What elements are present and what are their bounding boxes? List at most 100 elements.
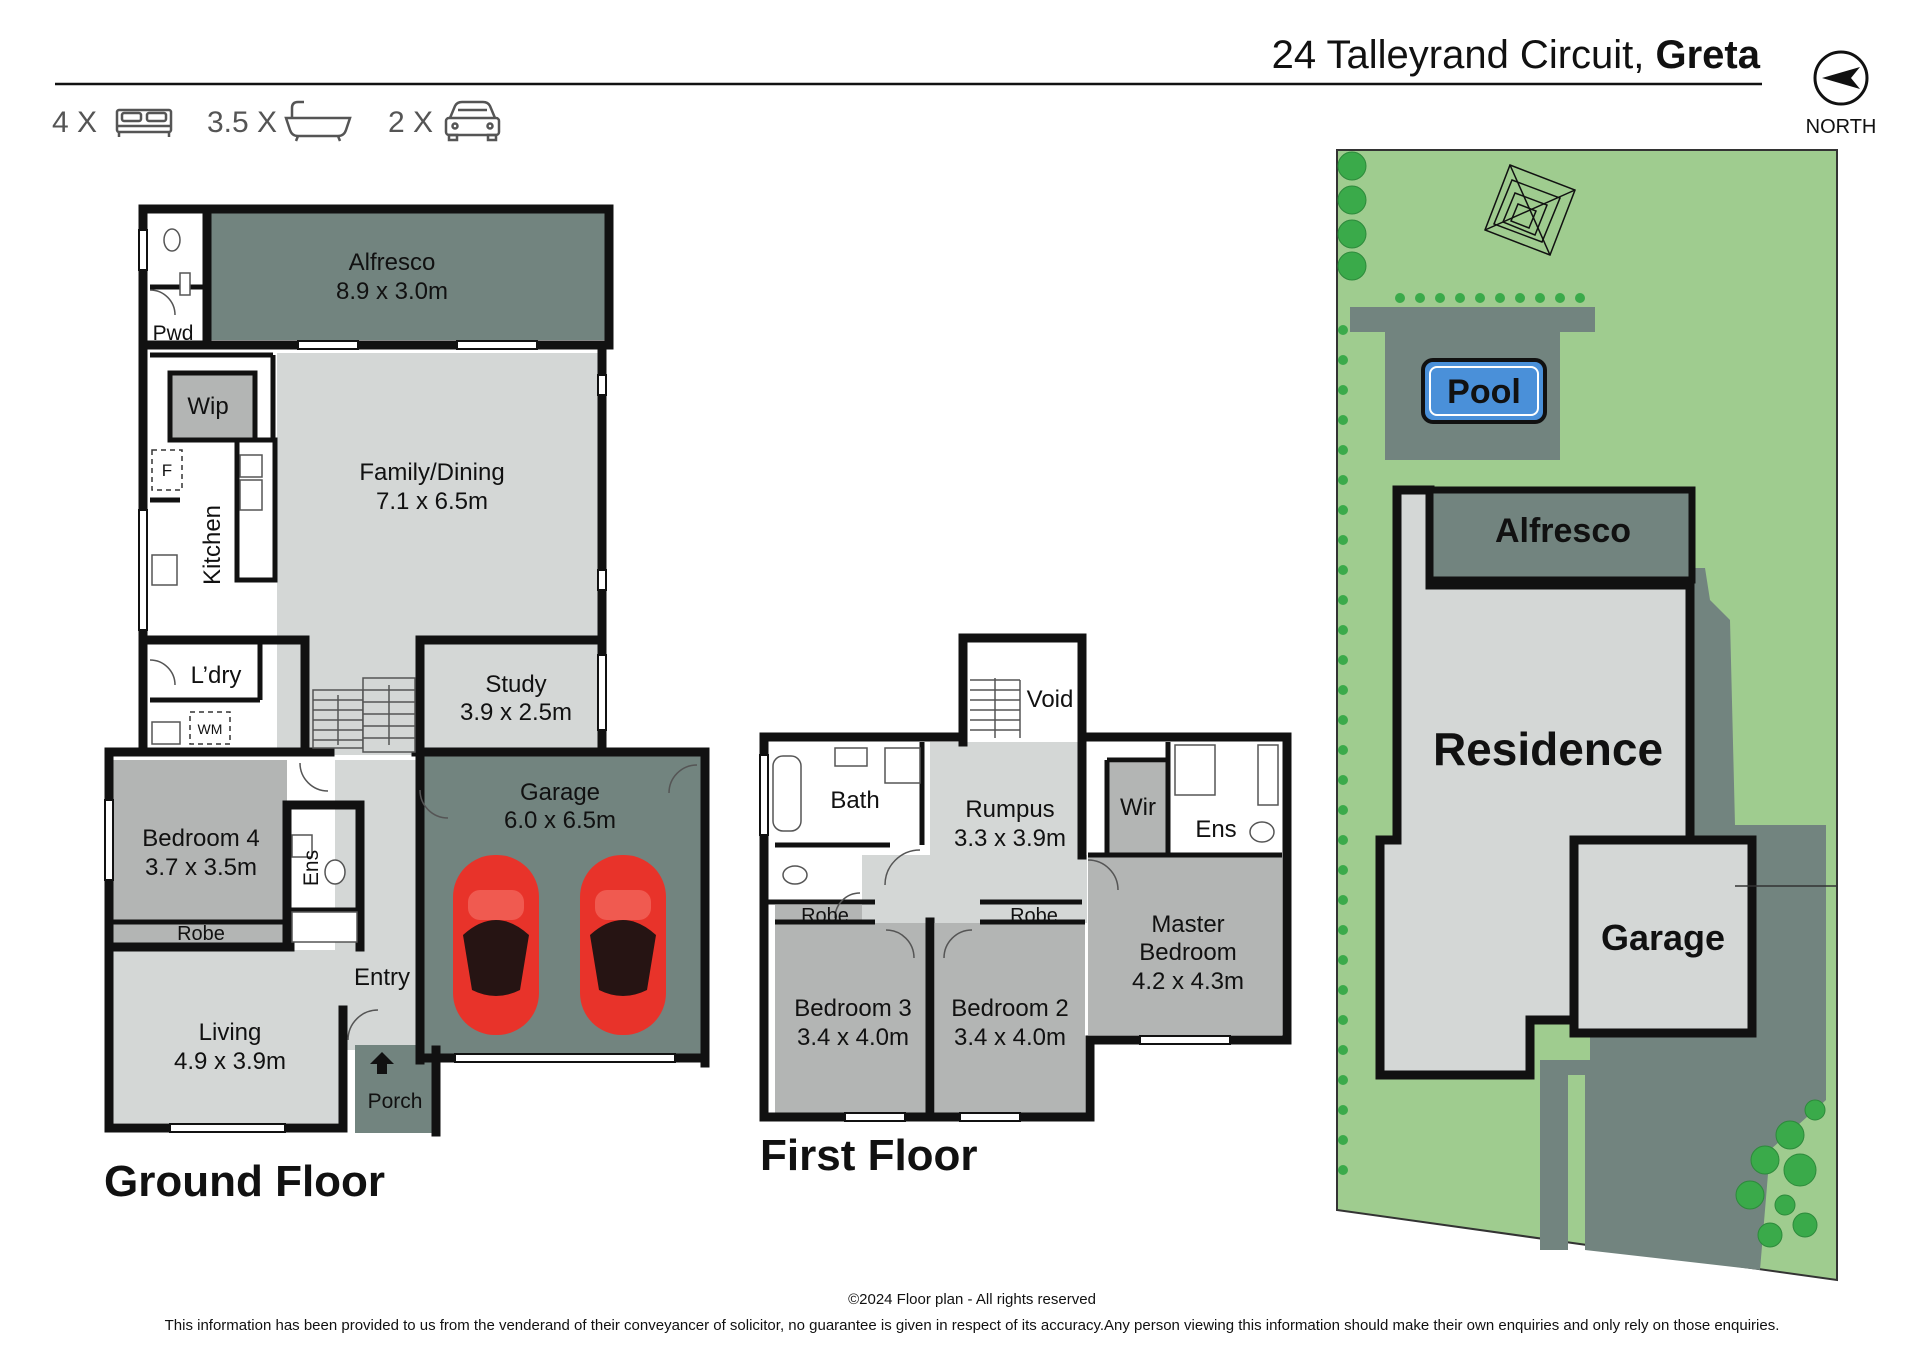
fridge-space [151,449,183,491]
bedroom2-dims: 3.4 x 4.0m [954,1024,1066,1051]
bedroom3-area [775,922,930,1117]
bathroom-count: 3.5 X [207,106,277,139]
robe-area [113,924,287,944]
bath-label: Bath [830,787,879,814]
robe-left-area [775,905,875,923]
entry-arrow-icon [370,1052,394,1074]
bedroom3-dims: 3.4 x 4.0m [797,1024,909,1051]
staircase-icon [312,677,416,753]
bath-door-swing [884,849,921,886]
sink-icon [239,454,263,478]
bath-shower-icon [884,747,921,784]
first-ens-label: Ens [1195,816,1236,843]
car-2-icon [580,855,666,1035]
master-bedroom-area [1088,855,1282,1035]
rumpus-label: Rumpus [965,796,1054,823]
washing-machine-space [189,711,231,745]
bedroom4-label: Bedroom 4 [142,825,259,852]
alfresco-dims: 8.9 x 3.0m [336,278,448,305]
ens-basin-icon [291,834,313,858]
ens-shower-icon [1174,744,1216,796]
basin-icon [179,272,191,296]
bedroom4-area [113,760,287,922]
robe-right-label: Robe [1010,905,1058,927]
ground-robe-label: Robe [177,923,225,945]
ground-floor-plan: Alfresco 8.9 x 3.0m Pwd Wip F Kitchen Fa… [104,204,710,1206]
garage-dims: 6.0 x 6.5m [504,807,616,834]
wc-door-swing [834,892,861,919]
porch-label: Porch [368,1090,423,1113]
bedroom2-door-swing [943,929,973,959]
pool-icon [1421,358,1547,424]
bedroom4-dims: 3.7 x 3.5m [145,854,257,881]
car-icon [444,100,501,142]
pwd-label: Pwd [153,322,194,345]
north-compass-icon [1813,50,1869,106]
address-title: 24 Talleyrand Circuit, Greta [1272,33,1761,77]
hallway-area [862,855,1087,923]
garage-entry-door-swing [419,789,449,819]
master-label-line2: Bedroom [1139,939,1236,966]
disclaimer-text: This information has been provided to us… [165,1317,1780,1334]
laundry-door-swing [149,659,176,686]
bath-basin-icon [834,747,868,767]
ens-toilet-icon [324,859,346,885]
bath-toilet-icon [782,865,808,885]
living-area [113,950,341,1123]
copyright-text: ©2024 Floor plan - All rights reserved [848,1291,1096,1308]
alfresco-area [207,207,609,340]
ens-shower-icon [291,911,358,943]
hedge-trees [1337,151,1367,281]
laundry-tub-icon [151,721,181,745]
garage-side-door-swing [668,764,698,794]
wir-area [1107,763,1167,855]
shade-sail-icon [1484,164,1576,256]
study-label: Study [485,671,546,698]
wir-label: Wir [1120,794,1156,821]
bedroom-count: 4 X [52,106,97,139]
first-floor-plan: Void Bath Rumpus 3.3 x 3.9m Wir Ens Robe… [759,633,1292,1180]
garage-label: Garage [520,779,600,806]
toilet-icon [163,228,181,252]
pwd-door-swing [149,289,176,316]
ground-ens-label: Ens [300,850,323,886]
car-count: 2 X [388,106,433,139]
master-label-line1: Master [1151,911,1224,938]
washing-machine-label: WM [198,721,223,737]
entry-label: Entry [354,964,410,991]
cooktop-icon [151,554,178,586]
site-plan: Pool Alfresco Residence Garage [1336,149,1838,1282]
bedroom2-label: Bedroom 2 [951,995,1068,1022]
site-residence-label: Residence [1433,723,1663,775]
rumpus-dims: 3.3 x 3.9m [954,825,1066,852]
master-door-swing [1087,859,1119,891]
path-paving [1540,1075,1568,1250]
kitchen-label: Kitchen [199,505,226,585]
front-door-swing [347,1009,379,1041]
alfresco-label: Alfresco [349,249,436,276]
bathtub-icon [284,100,352,142]
bedroom3-door-swing [885,929,915,959]
laundry-label: L’dry [191,662,242,689]
upper-staircase-icon [970,678,1021,738]
car-1-icon [453,855,539,1035]
ground-floor-title: Ground Floor [104,1157,385,1206]
master-dims: 4.2 x 4.3m [1132,968,1244,995]
header: 24 Talleyrand Circuit, Greta NORTH [55,33,1876,138]
garden-trees [1735,1099,1826,1248]
site-alfresco-footprint [1426,486,1696,584]
fridge-label: F [162,461,172,480]
north-label: NORTH [1806,116,1877,138]
bedroom3-label: Bedroom 3 [794,995,911,1022]
study-area [425,640,597,755]
site-pool-label: Pool [1447,373,1521,411]
bath-tub-icon [772,755,802,832]
bed-icon [115,108,173,137]
living-dims: 4.9 x 3.9m [174,1048,286,1075]
void-label: Void [1027,686,1074,713]
wip-label: Wip [187,393,228,420]
robe-left-label: Robe [801,905,849,927]
boundary-shrubs [1338,293,1585,1175]
feature-summary: 4 X 3.5 X 2 X [52,100,501,142]
